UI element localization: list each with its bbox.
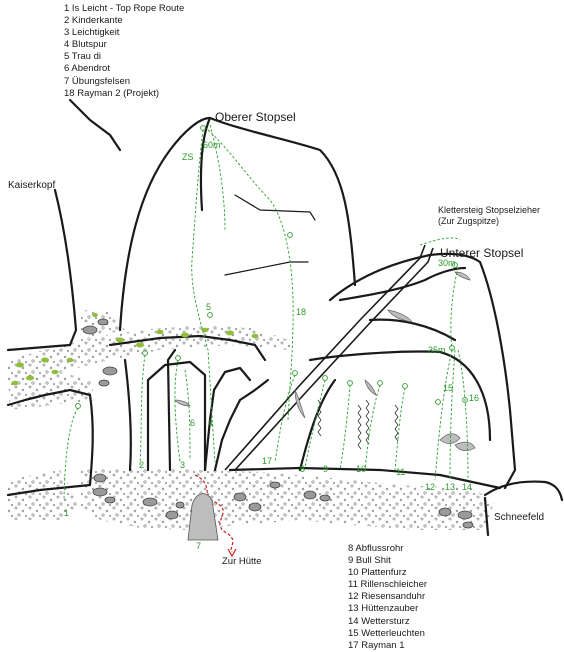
label-schneefeld: Schneefeld (494, 512, 545, 523)
legend-item: 3 Leichtigkeit (64, 27, 120, 39)
hut-path (194, 474, 234, 553)
hut-path-arrow (227, 548, 237, 558)
route-number-17: 17 (262, 456, 273, 466)
legend-item: 1 Is Leicht - Top Rope Route (64, 3, 185, 14)
route-number-10: 10 (356, 464, 367, 474)
route-number-13: 13 (445, 482, 456, 492)
route-number-18: 18 (296, 307, 307, 317)
label-klettersteig: Klettersteig Stopselzieher (Zur Zugspitz… (438, 205, 540, 227)
scree-areas (8, 310, 495, 530)
legend-item: 14 Wettersturz (348, 615, 410, 627)
boulders (82, 318, 474, 529)
legend-item: 11 Rillenschleicher (348, 579, 428, 591)
label-klettersteig-line2: (Zur Zugspitze) (438, 216, 500, 226)
legend-item: 12 Riesensanduhr (348, 591, 426, 603)
route-number-7: 7 (196, 541, 202, 551)
practice-rock (187, 493, 219, 541)
route-number-16: 16 (469, 393, 480, 403)
route-number-8: 8 (300, 464, 306, 474)
route-number-1: 1 (64, 508, 70, 518)
height-mark-zs: ZS (182, 152, 194, 162)
legend-item: 8 Abflussrohr (348, 543, 404, 554)
route-number-2: 2 (139, 460, 145, 470)
legend-item: 2 Kinderkante (64, 15, 123, 27)
label-oberer-stopsel: Oberer Stopsel (215, 110, 296, 124)
label-zur-huette: Zur Hütte (222, 556, 262, 567)
crack-systems (317, 399, 399, 450)
legend-item: 18 Rayman 2 (Projekt) (64, 87, 160, 99)
bushes (11, 313, 259, 386)
height-mark-60m: 60m (203, 140, 221, 150)
label-klettersteig-line1: Klettersteig Stopselzieher (438, 205, 541, 215)
anchors (75, 125, 468, 409)
route-number-9: 9 (323, 464, 329, 474)
height-mark-35m: 35m (428, 345, 446, 355)
legend-item: 5 Trau di (64, 51, 101, 63)
legend-item: 4 Blutspur (64, 39, 107, 51)
legend-item: 6 Abendrot (64, 63, 110, 75)
legend-item: 13 Hüttenzauber (348, 603, 419, 615)
klettersteig-line (224, 244, 434, 471)
route-number-3: 3 (180, 460, 186, 470)
climbing-routes (63, 124, 469, 501)
route-number-14: 14 (462, 482, 473, 492)
route-number-6: 6 (190, 418, 196, 428)
legend-item: 7 Übungsfelsen (64, 75, 131, 87)
rock-outlines (6, 98, 564, 537)
label-kaiserkopf: Kaiserkopf (8, 180, 56, 191)
height-mark-30m: 30m (438, 258, 456, 268)
route-legend-top: 1 Is Leicht - Top Rope Route 2 Kinderkan… (64, 3, 184, 100)
legend-item: 15 Wetterleuchten (348, 627, 425, 639)
rock-features (174, 271, 476, 452)
route-number-12: 12 (425, 482, 436, 492)
legend-item: 10 Plattenfurz (348, 567, 407, 579)
route-number-11: 11 (396, 467, 406, 477)
route-legend-bottom: 8 Abflussrohr 9 Bull Shit 10 Plattenfurz… (348, 543, 427, 652)
route-number-5: 5 (206, 302, 212, 312)
legend-item: 17 Rayman 1 (348, 639, 405, 651)
legend-item: 9 Bull Shit (348, 555, 391, 567)
route-number-4: 4 (208, 418, 214, 428)
route-number-15: 15 (443, 383, 454, 393)
label-unterer-stopsel: Unterer Stopsel (440, 246, 524, 260)
